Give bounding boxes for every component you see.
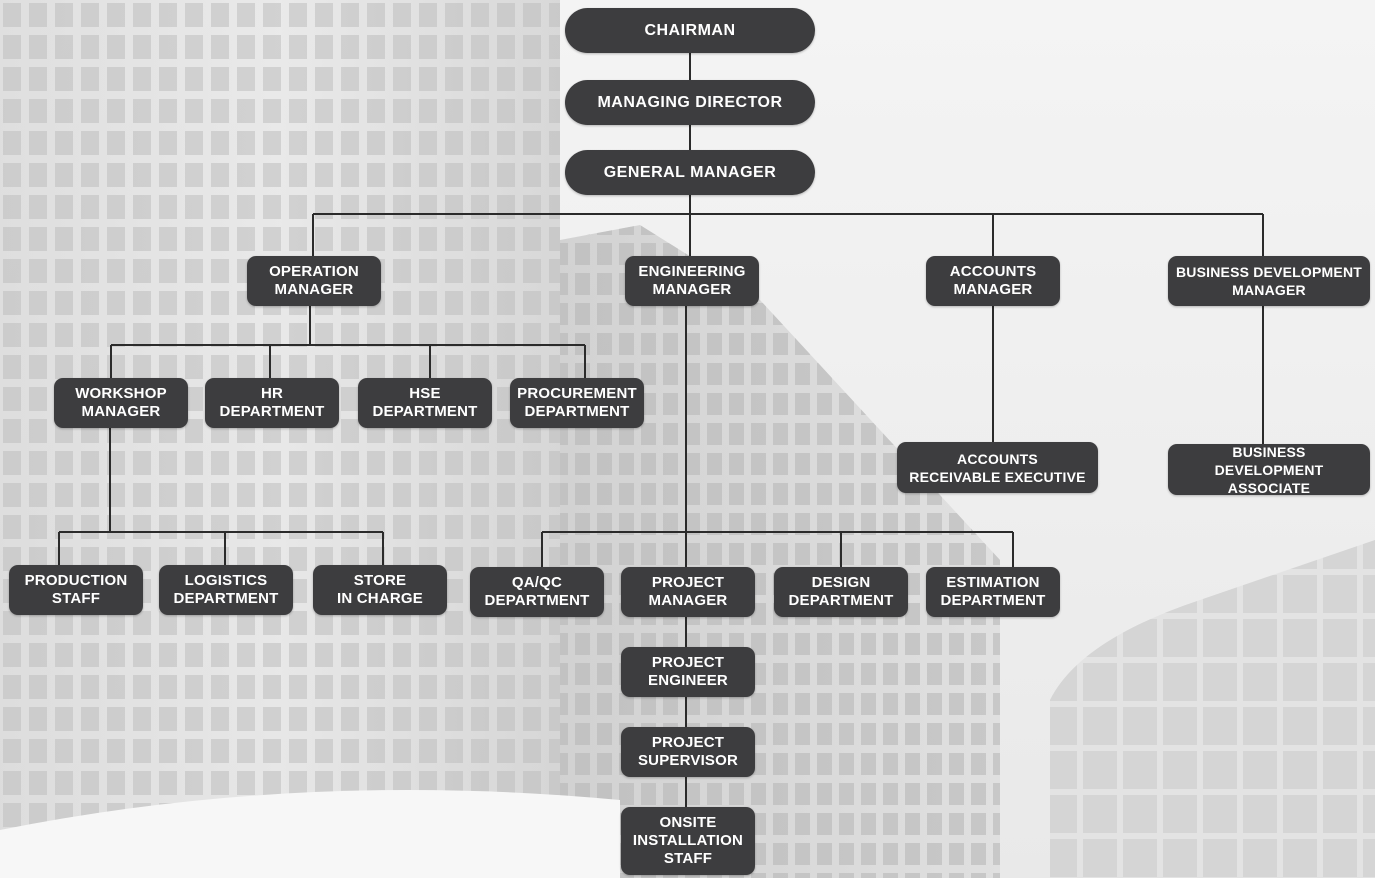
node-accounts-manager: ACCOUNTS MANAGER (926, 256, 1060, 306)
node-hr-department: HR DEPARTMENT (205, 378, 339, 428)
node-engineering-manager: ENGINEERING MANAGER (625, 256, 759, 306)
node-general-manager: GENERAL MANAGER (565, 150, 815, 195)
node-procurement-department: PROCUREMENT DEPARTMENT (510, 378, 644, 428)
node-hse-department: HSE DEPARTMENT (358, 378, 492, 428)
node-store-in-charge: STORE IN CHARGE (313, 565, 447, 615)
node-accounts-receivable-executive: ACCOUNTS RECEIVABLE EXECUTIVE (897, 442, 1098, 493)
node-operation-manager: OPERATION MANAGER (247, 256, 381, 306)
node-project-manager: PROJECT MANAGER (621, 567, 755, 617)
node-qa-qc-department: QA/QC DEPARTMENT (470, 567, 604, 617)
node-project-engineer: PROJECT ENGINEER (621, 647, 755, 697)
node-onsite-installation-staff: ONSITE INSTALLATION STAFF (621, 807, 755, 875)
node-production-staff: PRODUCTION STAFF (9, 565, 143, 615)
node-estimation-department: ESTIMATION DEPARTMENT (926, 567, 1060, 617)
node-business-development-associate: BUSINESS DEVELOPMENT ASSOCIATE (1168, 444, 1370, 496)
node-project-supervisor: PROJECT SUPERVISOR (621, 727, 755, 777)
node-logistics-department: LOGISTICS DEPARTMENT (159, 565, 293, 615)
node-business-development-manager: BUSINESS DEVELOPMENT MANAGER (1168, 256, 1370, 306)
node-managing-director: MANAGING DIRECTOR (565, 80, 815, 125)
node-chairman: CHAIRMAN (565, 8, 815, 53)
node-design-department: DESIGN DEPARTMENT (774, 567, 908, 617)
node-workshop-manager: WORKSHOP MANAGER (54, 378, 188, 428)
